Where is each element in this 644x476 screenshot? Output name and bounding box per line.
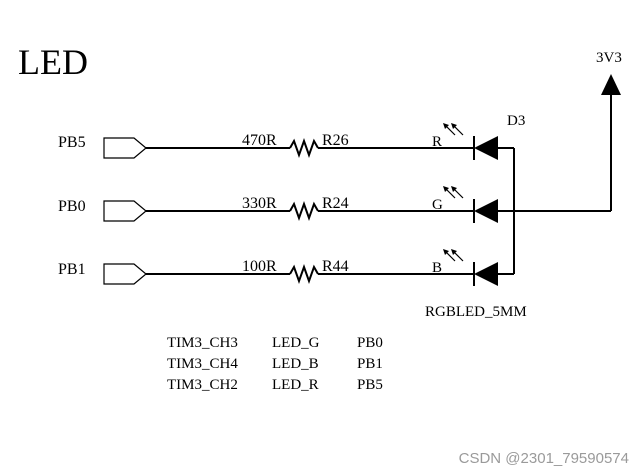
led-designator: D3 — [507, 113, 525, 129]
mapping-cell: PB1 — [357, 356, 383, 372]
led-pin-label: R — [432, 134, 442, 150]
mapping-cell: TIM3_CH2 — [167, 377, 238, 393]
resistor-ref: R24 — [322, 195, 349, 212]
port-connector — [103, 137, 147, 159]
channel-row-2: PB1 100R R44 B — [58, 249, 514, 286]
light-emission-icon — [443, 249, 464, 262]
resistor-symbol — [289, 264, 319, 284]
led-diode-symbol — [473, 199, 498, 223]
port-connector — [103, 263, 147, 285]
channel-row-0: PB5 470R R26 R — [58, 123, 514, 160]
led-pin-label: B — [432, 260, 442, 276]
port-label: PB5 — [58, 134, 86, 151]
mapping-cell: PB5 — [357, 377, 383, 393]
mapping-cell: LED_B — [272, 356, 319, 372]
light-emission-icon — [443, 186, 464, 199]
mapping-cell: LED_R — [272, 377, 319, 393]
pin-mapping-table: TIM3_CH3 LED_G PB0 TIM3_CH4 LED_B PB1 TI… — [167, 335, 383, 393]
light-emission-icon — [443, 123, 464, 136]
port-label: PB0 — [58, 198, 86, 215]
led-diode-symbol — [473, 136, 498, 160]
led-pin-label: G — [432, 197, 443, 213]
resistor-value: 330R — [242, 195, 277, 212]
mapping-cell: PB0 — [357, 335, 383, 351]
resistor-ref: R26 — [322, 132, 349, 149]
port-label: PB1 — [58, 261, 86, 278]
power-label: 3V3 — [596, 50, 622, 66]
led-part-name: RGBLED_5MM — [425, 304, 527, 320]
mapping-cell: LED_G — [272, 335, 320, 351]
resistor-symbol — [289, 201, 319, 221]
port-connector — [103, 200, 147, 222]
resistor-value: 470R — [242, 132, 277, 149]
watermark: CSDN @2301_79590574 — [459, 450, 629, 467]
led-diode-symbol — [473, 262, 498, 286]
mapping-cell: TIM3_CH3 — [167, 335, 238, 351]
resistor-symbol — [289, 138, 319, 158]
resistor-ref: R44 — [322, 258, 349, 275]
mapping-cell: TIM3_CH4 — [167, 356, 238, 372]
resistor-value: 100R — [242, 258, 277, 275]
schematic-title: LED — [18, 42, 88, 82]
channel-row-1: PB0 330R R24 G — [58, 186, 498, 223]
power-arrow-icon — [601, 74, 621, 95]
